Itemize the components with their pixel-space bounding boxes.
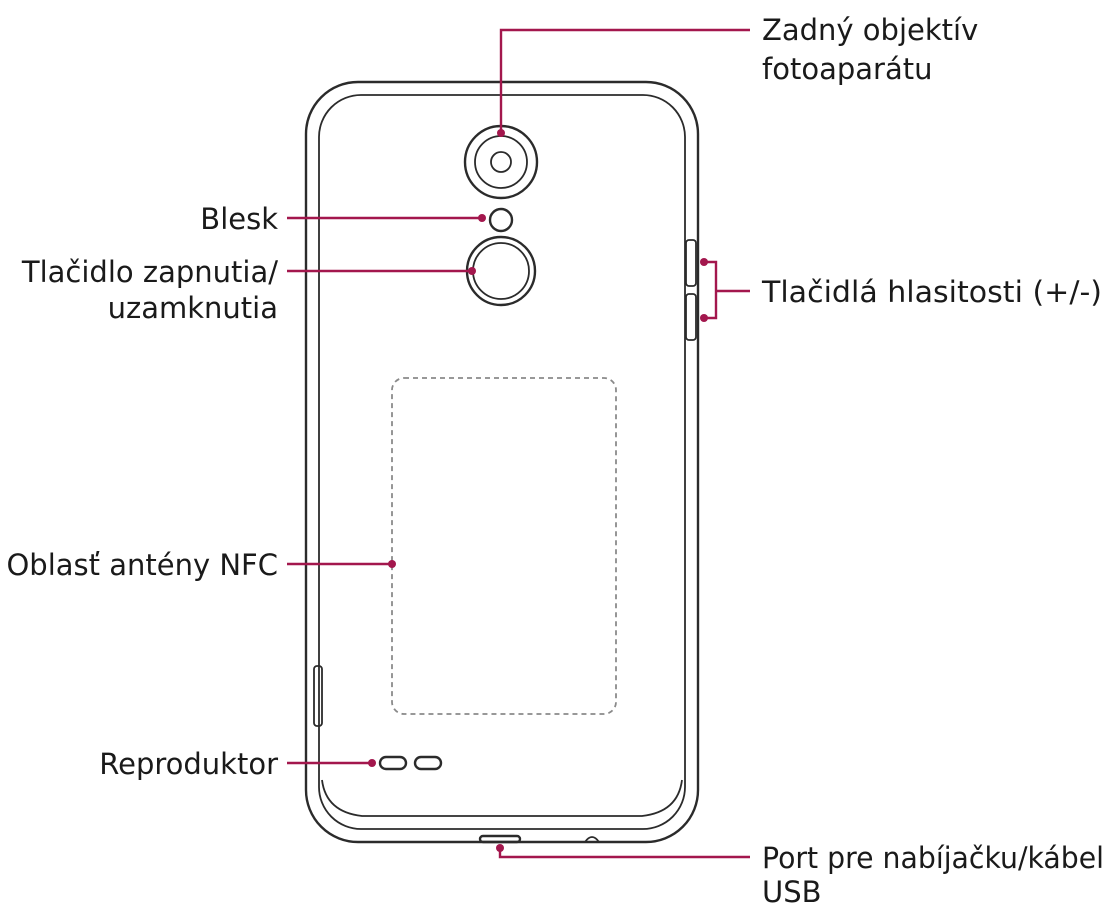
bottom-mic-hole (584, 836, 600, 843)
leader-dot-power (468, 267, 476, 275)
usb-port-icon (478, 834, 522, 844)
label-port-line1: Port pre nabíjačku/kábel (762, 841, 1104, 875)
volume-up-key (685, 239, 697, 287)
leader-dot-nfc (388, 560, 396, 568)
phone-inner-outline (318, 94, 686, 830)
label-speaker: Reproduktor (99, 747, 278, 781)
leader-usb-port (498, 848, 750, 859)
speaker-grille-icon (378, 755, 443, 771)
side-slot (313, 665, 323, 727)
volume-keys (685, 239, 697, 341)
label-rear-camera-line2: fotoaparátu (762, 52, 932, 86)
nfc-antenna-area (391, 377, 617, 715)
label-port-line2: USB (762, 875, 822, 909)
volume-down-key (685, 293, 697, 341)
label-nfc: Oblasť antény NFC (6, 548, 278, 582)
phone-body (304, 80, 700, 844)
flash-icon (488, 207, 514, 233)
label-volume: Tlačidlá hlasitosti (+/-) (761, 275, 1102, 309)
label-power-line1: Tlačidlo zapnutia/ (21, 255, 278, 289)
leader-dot-volume-up (700, 258, 708, 266)
label-flash: Blesk (200, 202, 278, 236)
phone-outer-outline (304, 80, 700, 844)
leader-dot-rear-camera (497, 129, 505, 137)
leader-dot-speaker (368, 759, 376, 767)
power-lock-key-icon (465, 235, 537, 307)
leader-lines (287, 28, 750, 859)
leader-dot-usb-port (496, 844, 504, 852)
leader-dot-flash (478, 214, 486, 222)
phone-bottom-band (321, 779, 683, 817)
leader-volume (704, 260, 750, 320)
leader-rear-camera (499, 28, 750, 133)
label-rear-camera-line1: Zadný objektív (762, 13, 978, 47)
label-power-line2: uzamknutia (108, 291, 278, 325)
leader-dot-volume-down (700, 314, 708, 322)
